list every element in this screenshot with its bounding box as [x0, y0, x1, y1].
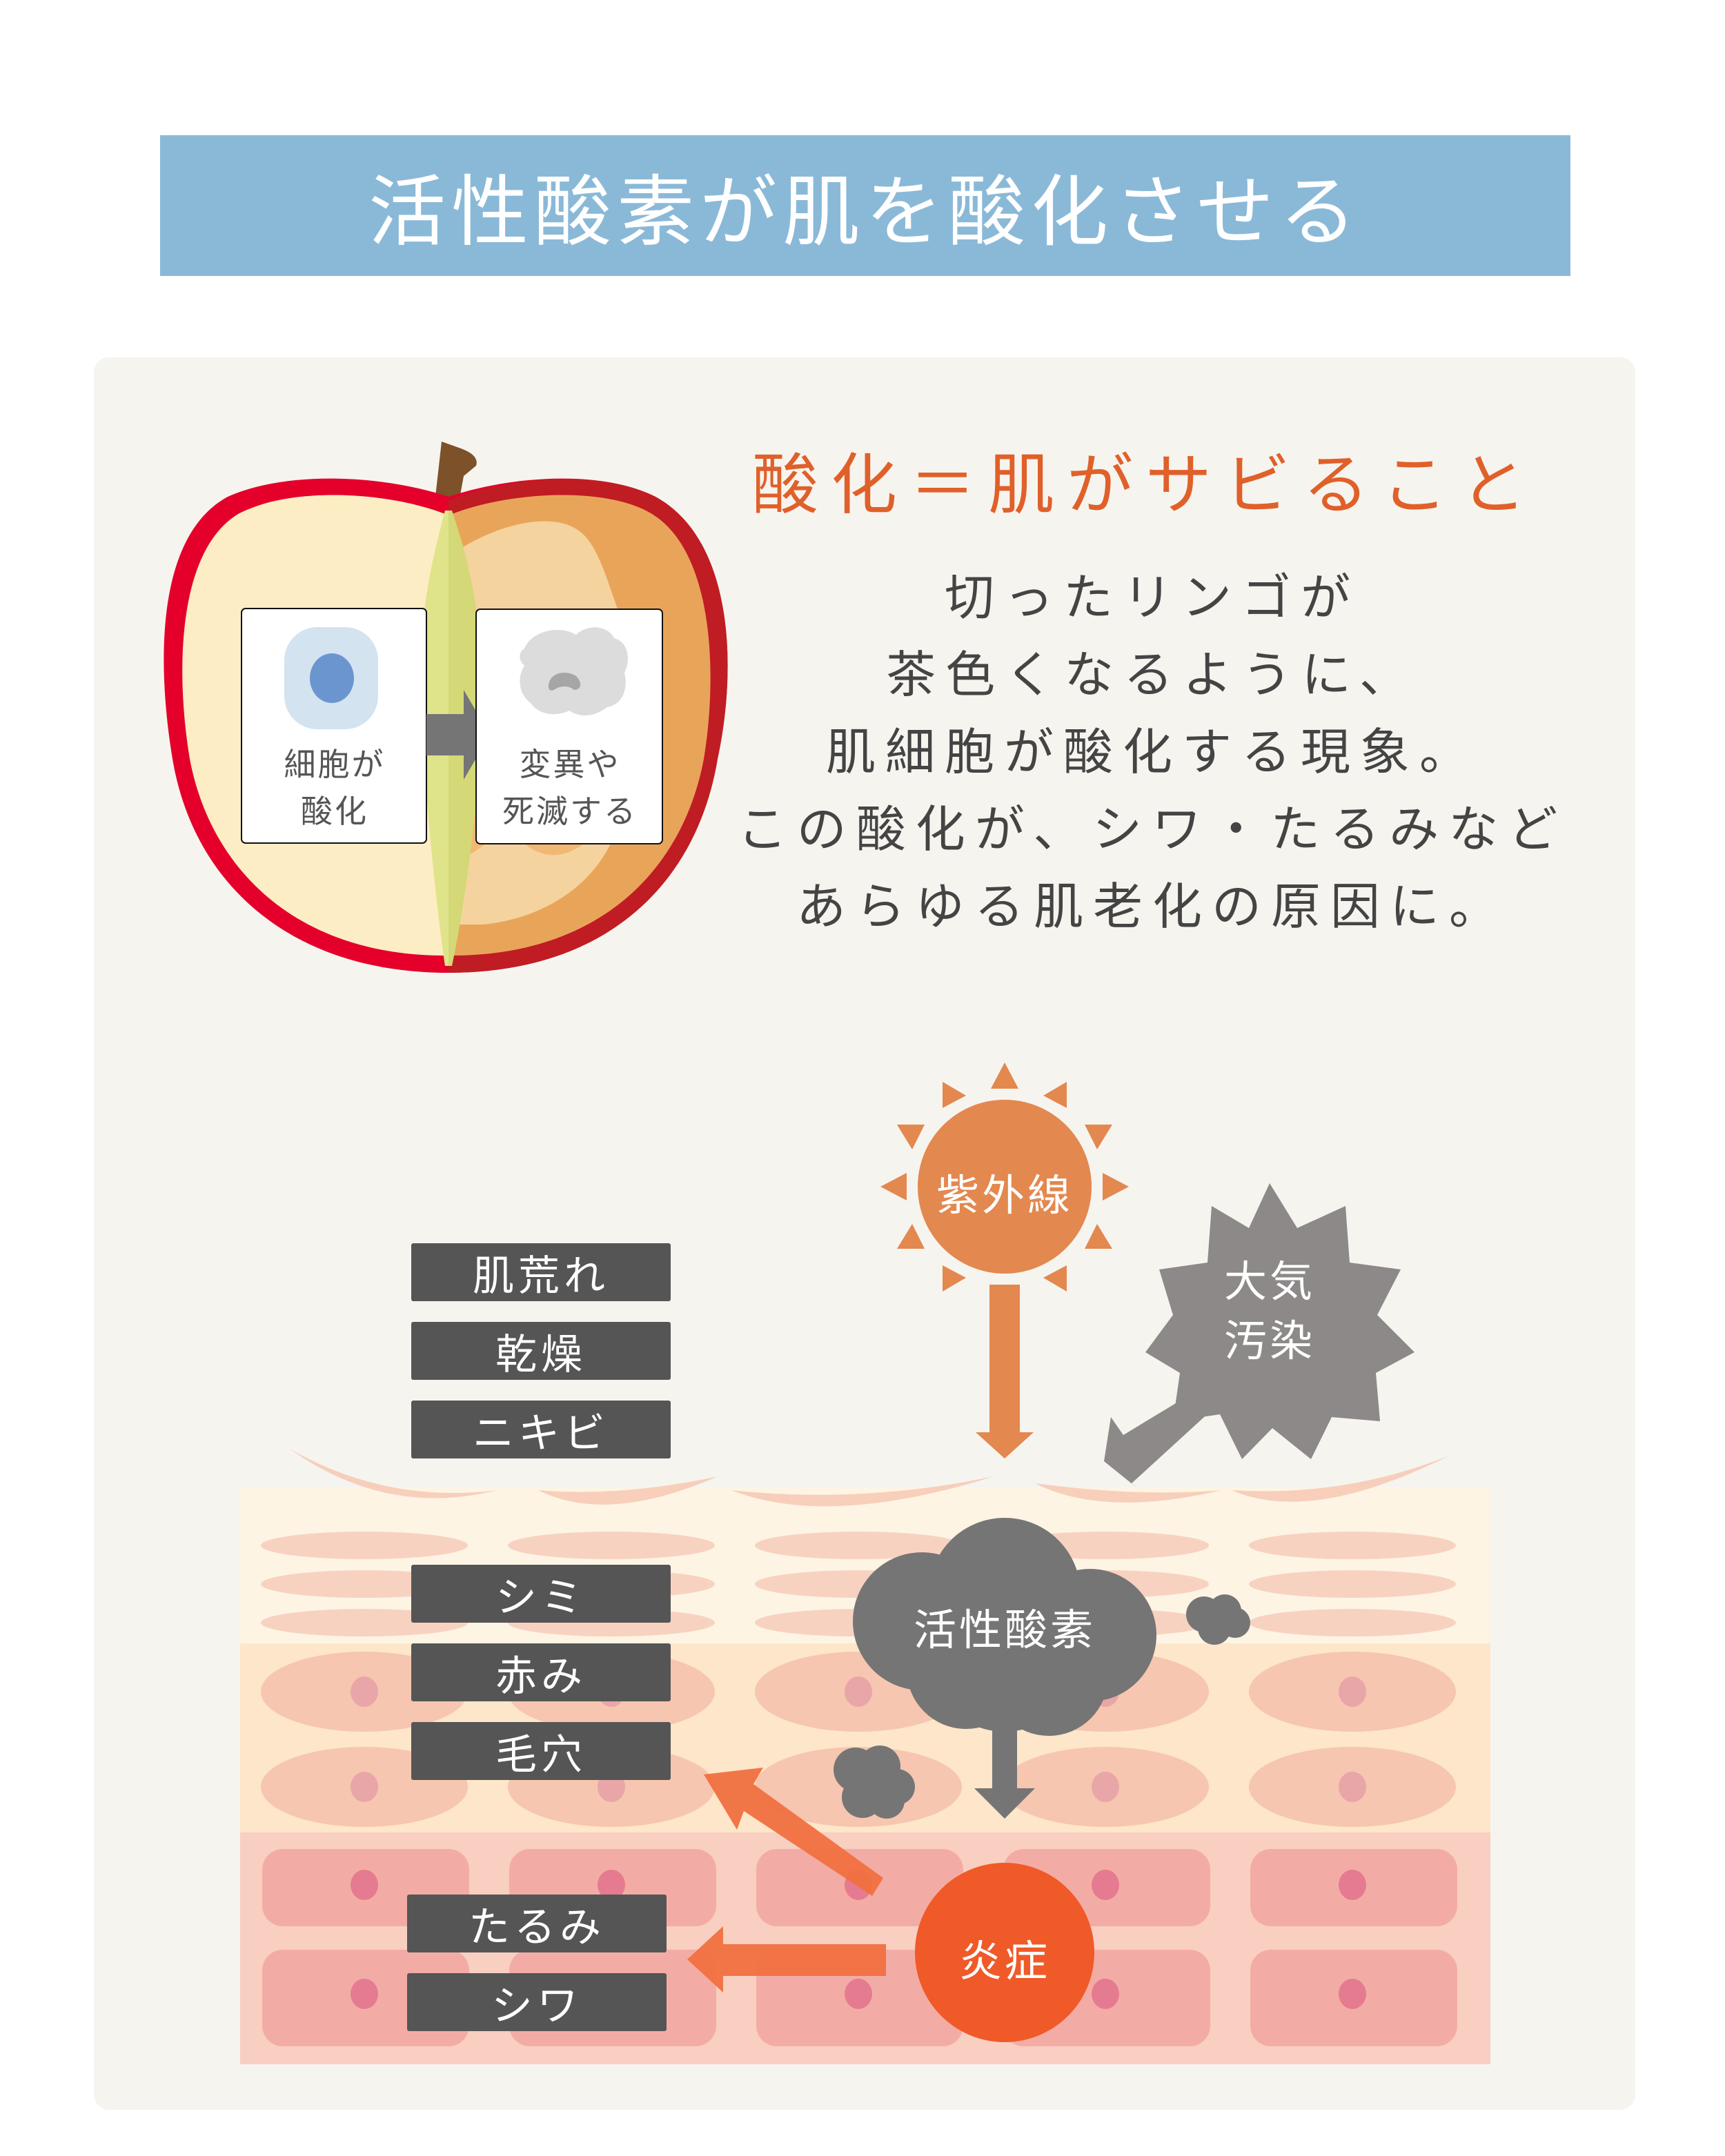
tag-redness: 赤み — [411, 1643, 671, 1701]
label-line: 汚染 — [1223, 1316, 1315, 1366]
healthy-cell-label: 細胞が 酸化 — [243, 741, 426, 835]
ros-arrow-icon — [974, 1718, 1035, 1819]
apple-illustration — [164, 442, 728, 973]
ros-cloud-icon — [853, 1518, 1156, 1736]
damaged-cell-icon — [520, 627, 628, 715]
uv-arrow-icon — [976, 1285, 1034, 1458]
label-line: 酸化 — [301, 793, 368, 830]
label-line: 変異や — [519, 746, 621, 783]
description-line: 茶色くなるように、 — [886, 646, 1419, 704]
sun-icon — [880, 1062, 1129, 1311]
label-line: 細胞が — [284, 746, 386, 783]
oxidation-arrow-icon — [426, 690, 490, 780]
description-line: この酸化が、シワ・たるみなど — [737, 800, 1568, 858]
inflammation-label: 炎症 — [958, 1936, 1050, 1986]
small-cloud-icon — [1186, 1594, 1250, 1645]
description-line: 切ったリンゴが — [944, 568, 1360, 626]
title-banner: 活性酸素が肌を酸化させる — [160, 135, 1570, 276]
pollution-arrow-icon — [1104, 1380, 1228, 1496]
damaged-cell-label: 変異や 死滅する — [477, 741, 662, 835]
tag-pores: 毛穴 — [411, 1722, 671, 1780]
tag-dryness: 乾燥 — [411, 1322, 671, 1380]
label-line: 大気 — [1223, 1256, 1315, 1307]
page-title: 活性酸素が肌を酸化させる — [368, 168, 1362, 257]
uv-label: 紫外線 — [936, 1170, 1073, 1220]
inflammation-arrow-left-icon — [687, 1926, 886, 1992]
small-cloud-icon — [834, 1745, 915, 1819]
description-line: あらゆる肌老化の原因に。 — [796, 878, 1508, 936]
tag-sagging: たるみ — [407, 1895, 667, 1952]
inflammation-icon — [915, 1863, 1094, 2042]
tag-rough-skin: 肌荒れ — [411, 1243, 671, 1301]
label-line: 死滅する — [502, 793, 638, 830]
description: 切ったリンゴが 茶色くなるように、 肌細胞が酸化する現象。 この酸化が、シワ・た… — [718, 559, 1587, 945]
pollution-label: 大気 汚染 — [1201, 1252, 1339, 1371]
description-line: 肌細胞が酸化する現象。 — [825, 723, 1479, 781]
tag-acne: ニキビ — [411, 1401, 671, 1458]
inflammation-arrow-up-icon — [704, 1768, 883, 1896]
tag-spots: シミ — [411, 1565, 671, 1623]
ros-label: 活性酸素 — [913, 1605, 1096, 1655]
tag-wrinkles: シワ — [407, 1973, 667, 2031]
subtitle: 酸化＝肌がサビること — [752, 446, 1539, 524]
